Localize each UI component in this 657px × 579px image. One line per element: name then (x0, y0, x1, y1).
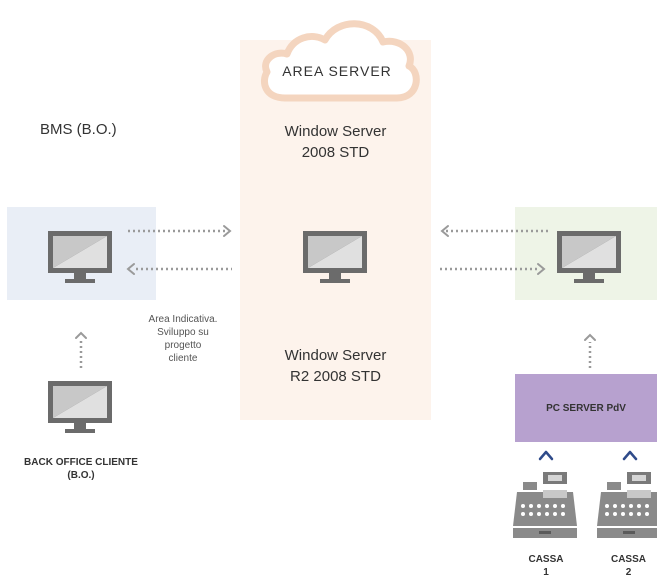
server-bottom-label: Window Server R2 2008 STD (240, 345, 431, 387)
cash-register-icon-1 (513, 472, 577, 538)
note-line1: Area Indicativa. (148, 314, 218, 325)
monitor-icon-server (303, 231, 367, 283)
cassa-1-line1: CASSA (528, 554, 564, 565)
pc-server-label: PC SERVER PdV (546, 403, 626, 414)
cash-register-icon-2 (597, 472, 657, 538)
server-bottom-line1: Window Server (284, 347, 387, 364)
server-top-line2: 2008 STD (301, 144, 370, 161)
back-office-line1: BACK OFFICE CLIENTE (24, 457, 138, 468)
cassa-1-label: CASSA 1 (516, 553, 576, 579)
cassa-2-line2: 2 (625, 567, 632, 578)
server-top-line1: Window Server (284, 123, 387, 140)
monitor-icon-back-office (48, 381, 112, 433)
note-line3: progetto (164, 340, 202, 351)
note-line2: Sviluppo su (157, 327, 209, 338)
bms-label: BMS (B.O.) (40, 121, 117, 138)
area-server-panel (240, 40, 431, 420)
cloud-label: AREA SERVER (282, 63, 392, 79)
note-line4: cliente (168, 353, 198, 364)
cassa-2-label: CASSA 2 (600, 553, 657, 579)
pc-server-panel (515, 374, 657, 442)
server-top-label: Window Server 2008 STD (240, 121, 431, 163)
cassa-2-line1: CASSA (610, 554, 646, 565)
back-office-line2: (B.O.) (67, 470, 95, 481)
cassa-1-line2: 1 (543, 567, 549, 578)
note-text: Area Indicativa. Sviluppo su progetto cl… (128, 313, 238, 365)
monitor-icon-bms (48, 231, 112, 283)
server-bottom-line2: R2 2008 STD (290, 368, 381, 385)
cloud-icon (260, 20, 420, 102)
monitor-icon-pdv (557, 231, 621, 283)
back-office-label: BACK OFFICE CLIENTE (B.O.) (10, 456, 152, 482)
